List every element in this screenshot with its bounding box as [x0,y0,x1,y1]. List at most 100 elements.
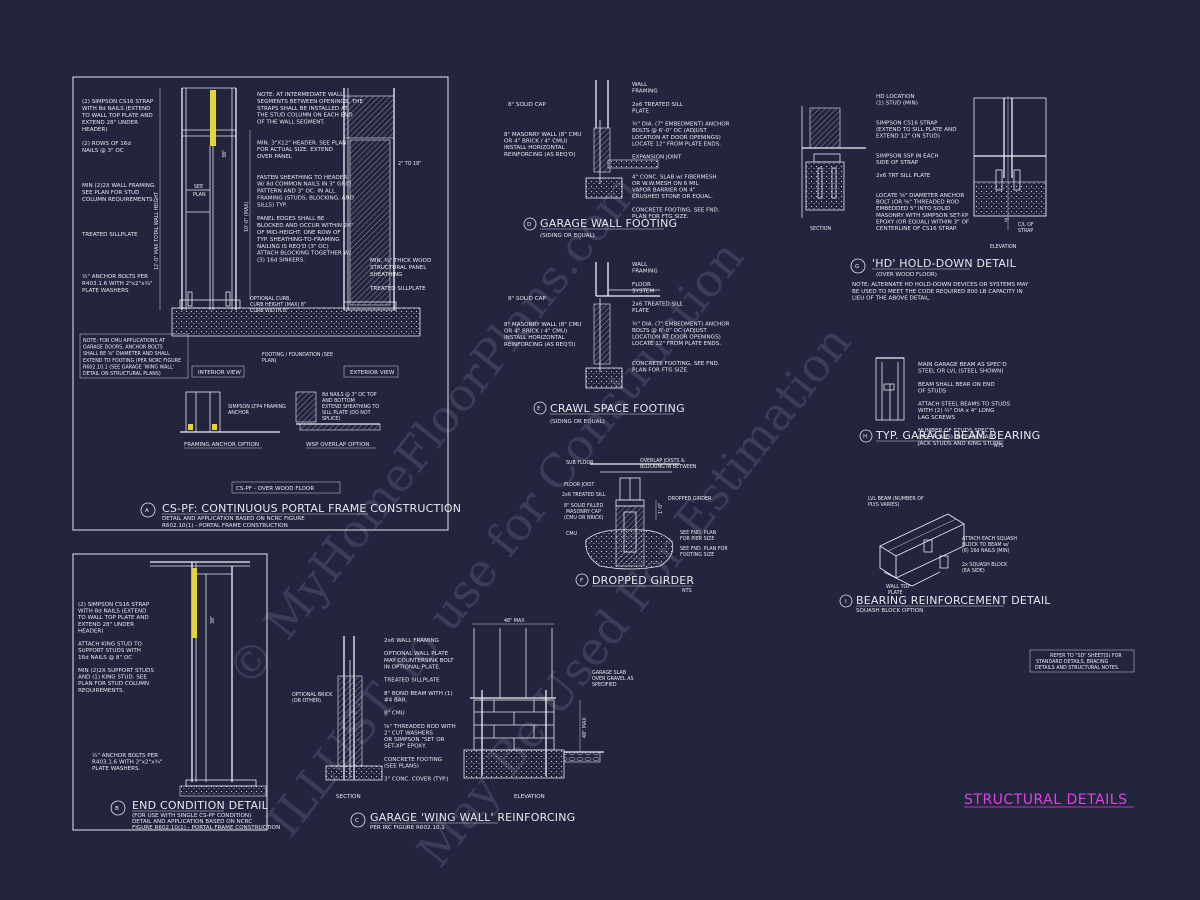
detail-g-section: SECTION [810,226,832,232]
detail-a-option-caption: CS-PF - OVER WOOD FLOOR [236,486,314,492]
detail-f-solid-1: 8" SOLID FILLED [564,503,603,509]
detail-c-48max-v: 48" MAX [582,717,588,738]
detail-f-ftg-1: SEE FND. PLAN FOR [680,546,728,552]
detail-b-strap [192,568,197,638]
detail-f-title: DROPPED GIRDER [592,574,694,587]
detail-c-slab-2: OVER GRAVEL AS [592,676,634,682]
detail-b-letter: B [115,806,119,812]
detail-f-dropped-girder: 1'-0" SUB FLOOR FLOOR JOIST 2x6 TREATED … [562,458,728,594]
detail-i-wall-1: WALL TOP [886,584,910,590]
detail-i-lvl-1: LVL BEAM (NUMBER OF [868,496,924,502]
detail-f-sub-1: NTS [682,588,692,594]
detail-a-border [72,76,449,531]
detail-g-letter: G [855,264,859,270]
detail-a-exterior-view: EXTERIOR VIEW [350,370,395,376]
detail-a-wall-height: 12'-0" MAX TOTAL WALL HEIGHT [154,192,160,270]
detail-b-sub-3: FIGURE R602.10(1) - PORTAL FRAME CONSTRU… [132,825,280,831]
detail-c-elevation: ELEVATION [514,794,545,800]
detail-h-marker [859,429,873,443]
detail-d-marker [523,217,537,231]
detail-f-letter: F [580,578,583,584]
detail-a-8d-4: SILL PLATE (DO NOT [322,410,371,416]
general-note-box [1029,649,1135,673]
detail-e-title: CRAWL SPACE FOOTING [550,402,685,415]
detail-g-marker [850,258,866,274]
detail-c-opt-brick-2: (OR OTHER) [292,698,321,704]
detail-a-caption-box [231,481,341,494]
detail-c-wing-wall: OPTIONAL BRICK (OR OTHER) 2x6 WALL FRAMI… [292,618,634,831]
detail-a-interior-box [191,365,245,378]
detail-g-dim-2: C/L OF [1018,222,1034,228]
detail-f-sill: 2x6 TREATED SILL [562,492,606,498]
detail-i-attach-1: ATTACH EACH SQUASH [962,536,1017,542]
detail-g-dim-3: STRAP [1018,228,1033,234]
detail-a-note-box [79,333,189,379]
detail-c-sub-1: PER IRC FIGURE R602.10.1 [370,825,445,831]
general-note-line-2: STANDARD DETAILS, BRACING [1036,659,1109,665]
detail-i-squash-2: (EA SIDE) [962,568,985,574]
detail-c-48max: 48" MAX [504,618,525,624]
detail-c-marker [350,812,366,828]
detail-i-lvl-2: PLYS VARIES) [868,502,900,508]
detail-c-cmu-blocks [473,699,555,751]
detail-f-overlap-2: BLOCKING IN BETWEEN [640,464,697,470]
detail-e-letter: E [537,406,541,412]
detail-g-dim-1: 3" [1004,218,1009,224]
detail-a-sub-1: DETAIL AND APPLICATION BASED ON NCRC FIG… [162,516,305,522]
sheet-title: STRUCTURAL DETAILS [964,792,1127,808]
detail-a-interior-view: INTERIOR VIEW [198,370,241,376]
detail-c-slab-3: SPECIFIED [592,682,617,688]
detail-a-sub-2: R602.10(1) - PORTAL FRAME CONSTRUCTION [162,523,288,529]
detail-b-sub-2: DETAIL AND APPLICATION BASED ON NCRC [132,819,252,825]
detail-i-letter: I [845,599,847,605]
general-note-line-1: REFER TO "SD" SHEET(S) FOR [1050,653,1122,659]
detail-a-opt-framing: FRAMING ANCHOR OPTION [184,442,259,448]
detail-e-sub-1: (SIDING OR EQUAL) [550,419,605,425]
detail-f-joist: FLOOR JOIST [564,482,594,488]
detail-d-solid-cap: 8" SOLID CAP [508,102,546,108]
detail-a-wsp-overlap-option: 8d NAILS @ 3" OC TOP AND BOTTOM EXTEND S… [295,391,381,449]
detail-b-border [72,553,268,831]
detail-a-38: 38" [222,150,228,158]
detail-a-2to18: 2" TO 18" [398,161,421,167]
detail-a-8d-3: EXTEND SHEATHING TO [322,404,379,410]
detail-a-see-plan: SEE [194,184,203,190]
detail-f-marker [575,573,589,587]
detail-a-title: CS-PF: CONTINUOUS PORTAL FRAME CONSTRUCT… [162,502,461,515]
detail-a-8d-5: SPLICE) [322,416,340,422]
detail-f-solid-2: MASONRY CAP [566,509,601,515]
detail-a-curb-width: CURB WIDTH 8" [250,308,288,314]
detail-g-hold-down: SECTION HD LOCATION(1) STUD (MIN) SIMPSO… [801,94,1047,302]
detail-g-sub-1: (OVER WOOD FLOOR) [876,272,937,278]
detail-f-girder: DROPPED GIRDER [668,496,712,502]
detail-f-overlap-1: OVERLAP JOISTS & [640,458,685,464]
detail-d-sub-1: (SIDING OR EQUAL) [540,233,595,239]
detail-i-bearing-reinforcement: LVL BEAM (NUMBER OF PLYS VARIES) ATTACH … [839,496,1051,614]
detail-c-title: GARAGE 'WING WALL' REINFORCING [370,811,575,824]
detail-d-title: GARAGE WALL FOOTING [540,217,677,230]
detail-h-title: TYP. GARAGE BEAM BEARING [875,429,1040,442]
detail-b-marker [110,800,126,816]
detail-f-ftg-2: FOOTING SIZE [680,552,714,558]
detail-a-8d-2: AND BOTTOM [322,398,355,404]
detail-i-attach-3: (6) 16d NAILS (MIN) [962,548,1010,554]
detail-a-exterior-box [343,365,399,378]
detail-i-marker [839,594,853,608]
detail-a-lt4b: ANCHOR [228,410,250,416]
detail-a-letter: A [145,508,149,514]
detail-h-letter: H [863,434,867,440]
detail-a-framing-anchor-option: SIMPSON LTP4 FRAMING ANCHOR FRAMING ANCH… [180,391,286,449]
detail-f-subfloor: SUB FLOOR [566,460,594,466]
